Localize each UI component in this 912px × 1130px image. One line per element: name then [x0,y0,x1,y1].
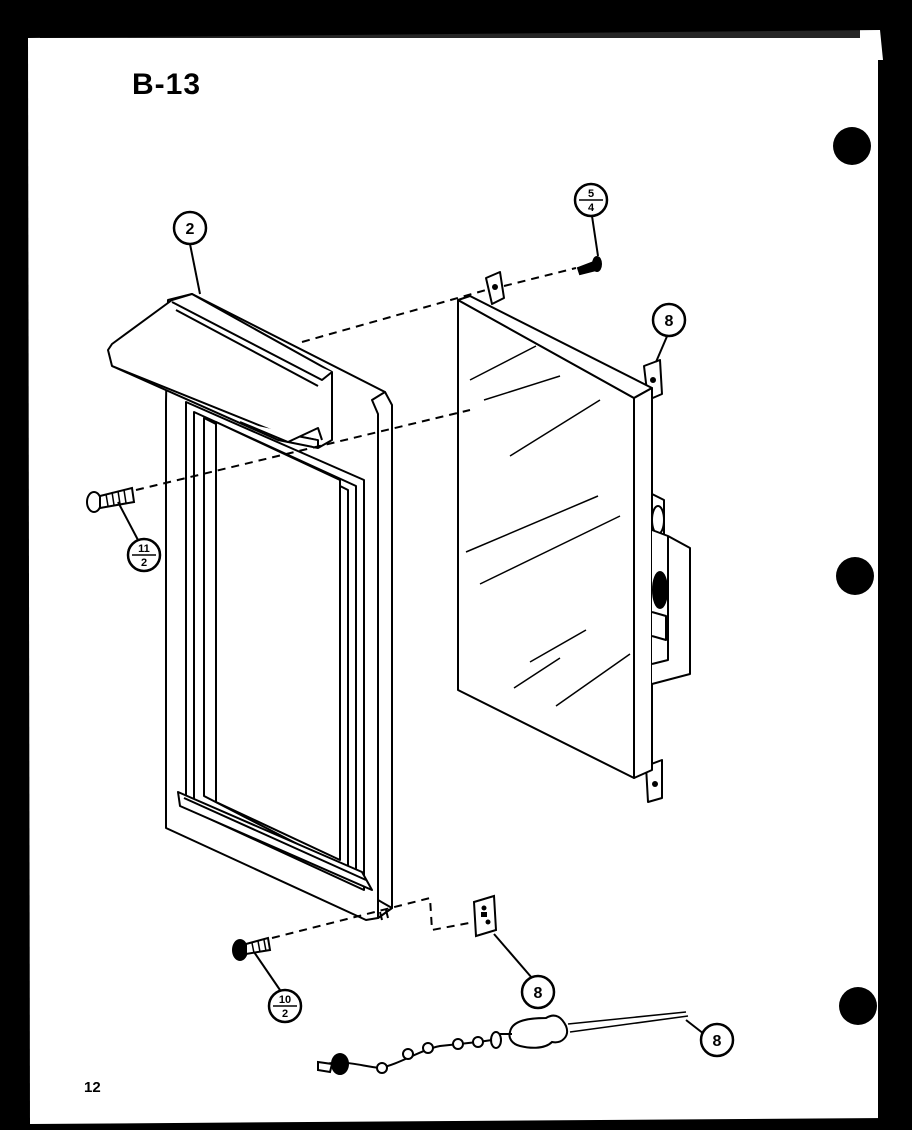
leader-lines [117,215,705,1035]
callout-screw-top-denominator: 4 [588,202,595,214]
callout-screw-left-denominator: 2 [141,557,147,569]
screw-bottom [232,936,272,961]
callout-screw-top-numerator: 5 [588,188,594,200]
binder-hole-top [833,127,871,165]
callout-thermostat: 8 [699,1022,735,1058]
callout-panel-label: 8 [665,313,674,330]
screw-left [86,486,136,513]
callout-screw-bottom-numerator: 10 [279,994,291,1006]
page-title: B-13 [132,68,202,101]
page-number: 12 [84,1079,101,1096]
thermostat-sensor [317,1011,689,1075]
callout-thermostat-label: 8 [713,1033,722,1050]
binder-holes [833,127,877,1025]
callout-door-liner-label: 2 [186,221,195,238]
callout-bracket-label: 8 [534,985,543,1002]
callout-door-liner: 2 [172,210,208,246]
door-liner [107,293,393,921]
screw-top [576,256,602,276]
assembly-lines [135,267,577,939]
callout-screw-left: 11 2 [126,537,162,573]
callout-screw-bottom-denominator: 2 [282,1008,288,1020]
bracket [472,894,498,938]
callout-panel: 8 [651,302,687,338]
binder-hole-middle [836,557,874,595]
callout-screw-bottom: 10 2 [267,988,303,1024]
inner-panel [457,271,691,803]
callout-screw-left-numerator: 11 [138,543,150,555]
callout-screw-top: 5 4 [573,182,609,218]
callout-bracket: 8 [520,974,556,1010]
binder-hole-bottom [839,987,877,1025]
